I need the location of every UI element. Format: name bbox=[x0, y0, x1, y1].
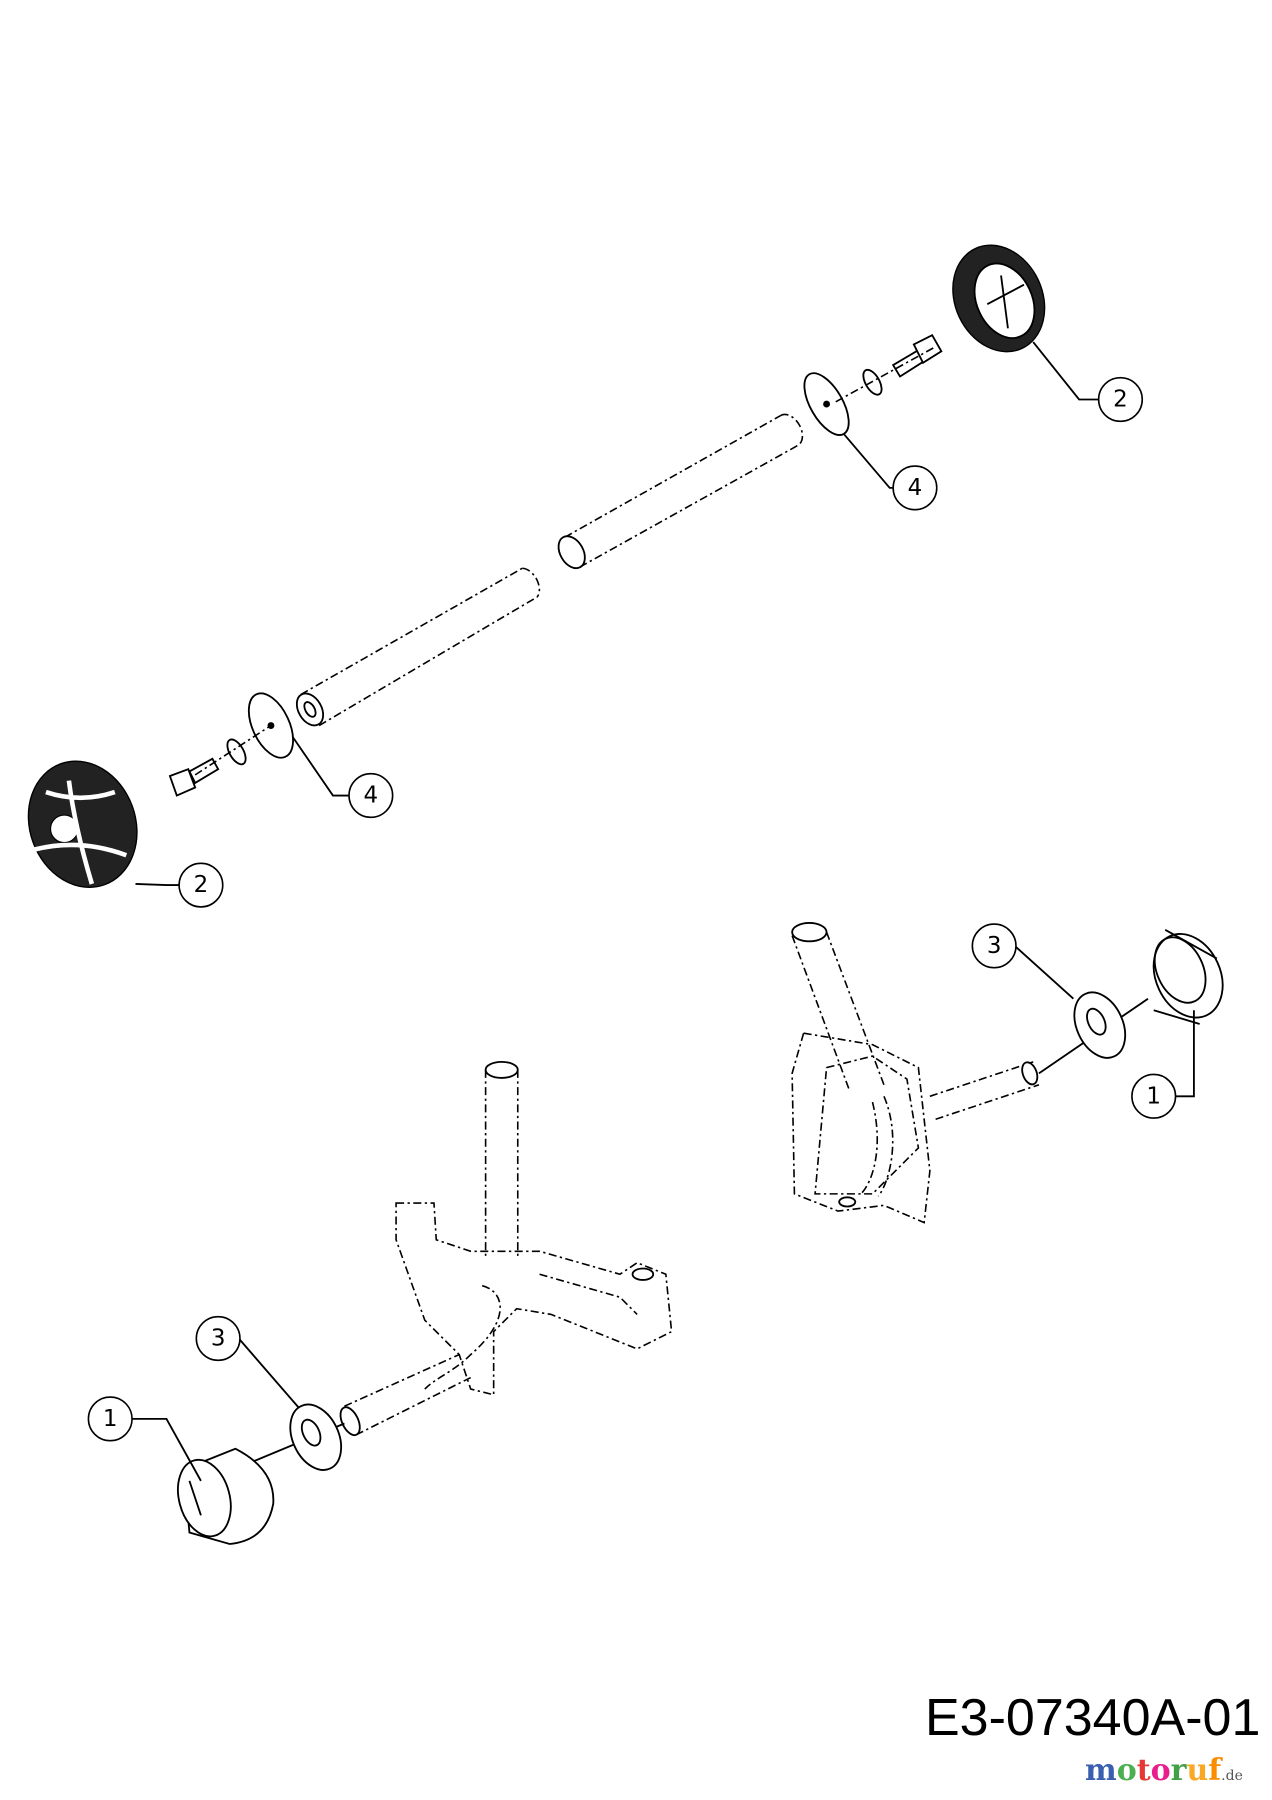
leader-lines bbox=[130, 341, 1195, 1482]
callout-2-lower: 2 bbox=[178, 862, 224, 908]
callout-1-left: 1 bbox=[87, 1396, 133, 1442]
callout-label: 4 bbox=[364, 783, 379, 809]
watermark-logo: motoruf.de bbox=[1085, 1753, 1243, 1788]
callout-label: 2 bbox=[1113, 386, 1128, 412]
callout-label: 2 bbox=[194, 872, 209, 898]
bushing-cap-right bbox=[1152, 929, 1224, 1025]
washer-large-right bbox=[803, 372, 850, 436]
thrust-washer-left bbox=[289, 1403, 343, 1471]
hub-cap-left bbox=[27, 760, 138, 888]
hub-cap-right bbox=[952, 244, 1046, 353]
bolt-right bbox=[891, 333, 943, 378]
spindle-bracket-right bbox=[791, 922, 1040, 1224]
callout-2-upper: 2 bbox=[1097, 376, 1144, 423]
callout-3-left: 3 bbox=[195, 1315, 241, 1362]
callout-4-lower: 4 bbox=[348, 772, 394, 819]
callout-1-right: 1 bbox=[1131, 1073, 1177, 1119]
callout-4-upper: 4 bbox=[892, 465, 938, 511]
spindle-bracket-left bbox=[339, 1060, 673, 1437]
callout-label: 3 bbox=[987, 933, 1002, 959]
callout-label: 3 bbox=[211, 1326, 226, 1352]
axle-shaft bbox=[295, 413, 804, 727]
bushing-cap-left bbox=[177, 1447, 275, 1545]
callout-3-right: 3 bbox=[971, 923, 1017, 969]
callout-label: 1 bbox=[103, 1406, 118, 1432]
callout-label: 1 bbox=[1146, 1083, 1161, 1109]
callout-label: 4 bbox=[908, 475, 923, 501]
lock-washer-left bbox=[226, 738, 247, 766]
drawing-code: E3-07340A-01 bbox=[925, 1689, 1261, 1747]
thrust-washer-right bbox=[1073, 991, 1127, 1059]
